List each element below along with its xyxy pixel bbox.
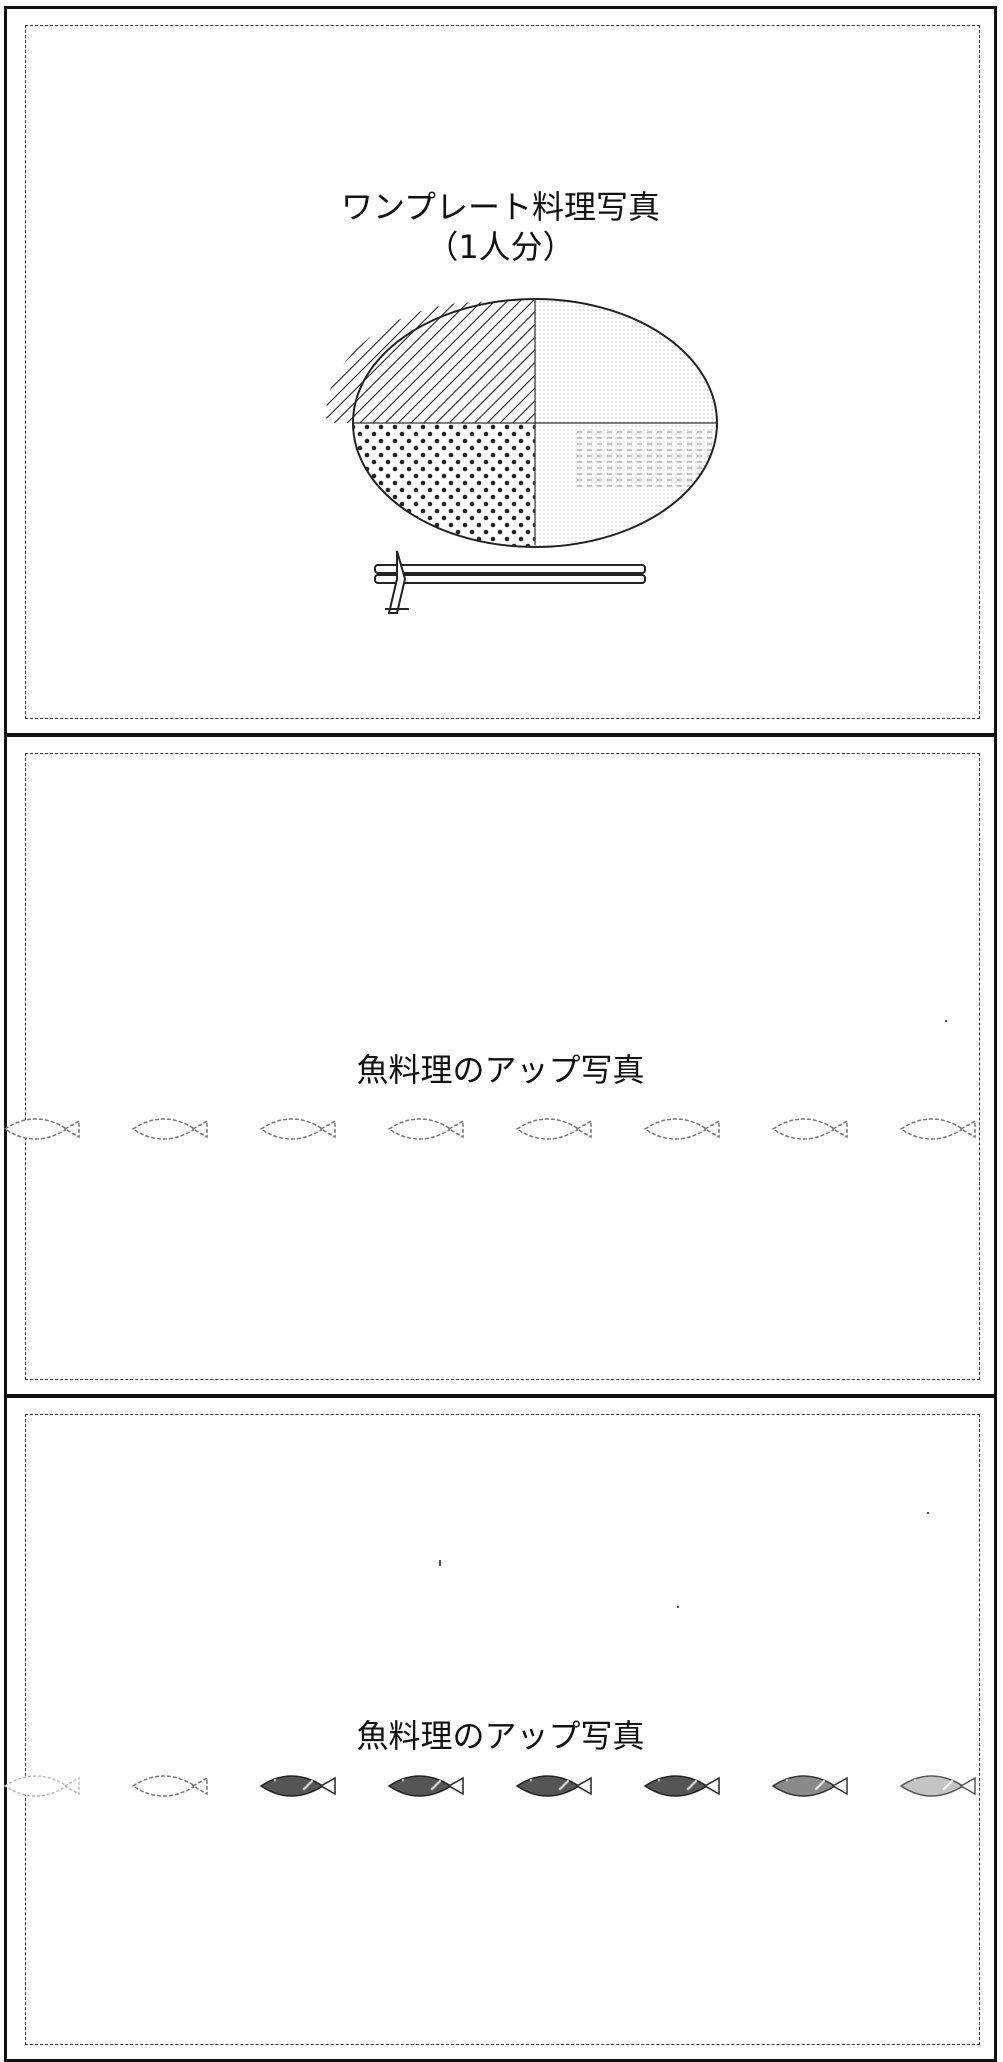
fish-icon <box>899 1775 976 1797</box>
panel-fish-closeup-2: 魚料理のアップ写真 <box>3 1395 997 2062</box>
fish-icon <box>259 1118 336 1140</box>
caption-line-2: （1人分） <box>426 228 575 266</box>
fish-icon <box>3 1118 80 1140</box>
fish-icon <box>131 1775 208 1797</box>
fish-icon <box>3 1775 80 1797</box>
dashed-frame <box>25 753 980 1380</box>
panel-fish-closeup-1: 魚料理のアップ写真 <box>3 734 997 1397</box>
fish-icon <box>387 1775 464 1797</box>
dashed-frame <box>25 25 980 719</box>
fish-icon <box>771 1775 848 1797</box>
fish-icon <box>387 1118 464 1140</box>
fish-icon <box>131 1118 208 1140</box>
fish-row <box>3 1118 976 1140</box>
plate-illustration <box>326 298 718 614</box>
fish-icon <box>771 1118 848 1140</box>
dashed-frame <box>25 1414 980 2045</box>
fish-icon <box>899 1118 976 1140</box>
panel-caption: ワンプレート料理写真 （1人分） <box>7 187 994 267</box>
fish-icon <box>515 1775 592 1797</box>
chopsticks-icon <box>374 550 646 614</box>
caption-line-1: ワンプレート料理写真 <box>340 188 661 226</box>
fish-icon <box>643 1775 720 1797</box>
panel-one-plate: ワンプレート料理写真 （1人分） <box>4 6 997 736</box>
panel-caption: 魚料理のアップ写真 <box>356 1717 645 1755</box>
fish-icon <box>643 1118 720 1140</box>
fish-icon <box>259 1775 336 1797</box>
panel-caption: 魚料理のアップ写真 <box>356 1051 645 1089</box>
fish-row <box>3 1775 976 1797</box>
fish-icon <box>515 1118 592 1140</box>
